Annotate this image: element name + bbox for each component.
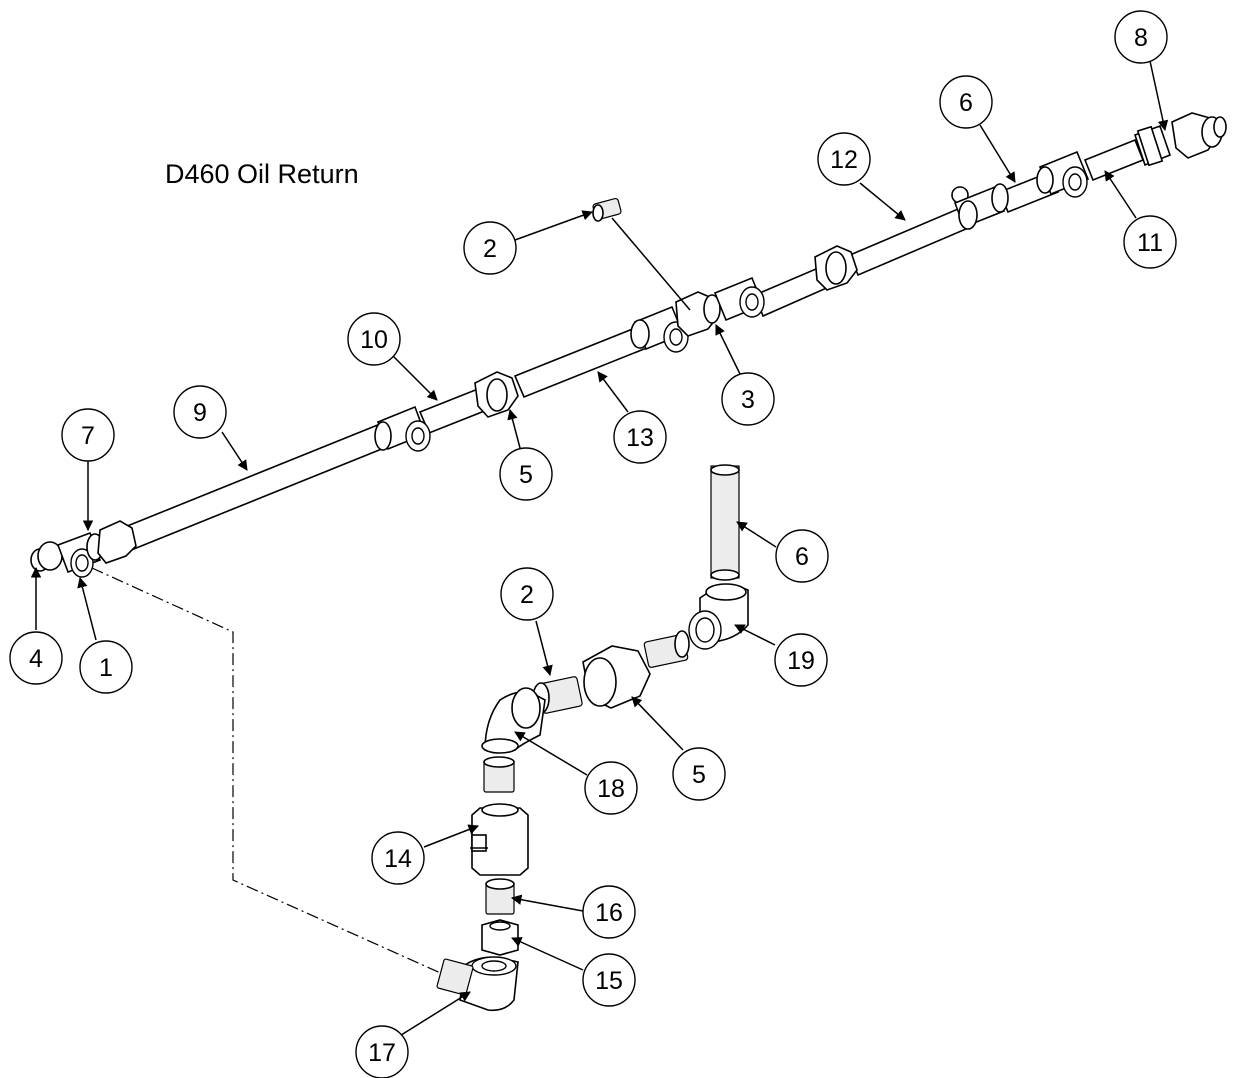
- svg-text:15: 15: [595, 967, 623, 995]
- callout-7: 7: [61, 408, 115, 462]
- svg-text:6: 6: [959, 89, 973, 117]
- callout-18: 18: [584, 761, 638, 815]
- svg-text:6: 6: [795, 543, 809, 571]
- svg-text:16: 16: [595, 899, 623, 927]
- callout-8: 8: [1114, 10, 1168, 64]
- svg-text:5: 5: [692, 761, 706, 789]
- svg-text:19: 19: [787, 647, 815, 675]
- callout-4: 4: [9, 631, 63, 685]
- callout-6: 6: [939, 75, 993, 129]
- callout-13: 13: [613, 410, 667, 464]
- svg-text:3: 3: [741, 386, 755, 414]
- leader-lines: [30, 60, 1169, 1038]
- callout-14: 14: [371, 831, 425, 885]
- svg-text:14: 14: [384, 845, 412, 873]
- callout-1: 1: [79, 640, 133, 694]
- callout-16: 16: [582, 885, 636, 939]
- svg-text:10: 10: [360, 326, 388, 354]
- callout-12: 12: [817, 132, 871, 186]
- callout-3: 3: [721, 372, 775, 426]
- callout-15: 15: [582, 953, 636, 1007]
- union-left: [97, 520, 137, 564]
- svg-text:18: 18: [597, 775, 625, 803]
- callout-2: 2: [463, 221, 517, 275]
- routing-line: [91, 567, 446, 976]
- svg-text:4: 4: [29, 645, 43, 673]
- callout-9: 9: [173, 385, 227, 439]
- callout-17: 17: [355, 1025, 409, 1078]
- nipple-6-lower: [710, 465, 740, 579]
- pipe-13: [513, 324, 651, 399]
- svg-text:2: 2: [520, 581, 534, 609]
- callout-5: 5: [499, 447, 553, 501]
- callout-5: 5: [672, 747, 726, 801]
- svg-text:11: 11: [1137, 229, 1163, 257]
- svg-text:5: 5: [519, 461, 533, 489]
- bushing-15: [481, 919, 519, 956]
- callout-6: 6: [775, 529, 829, 583]
- svg-text:8: 8: [1134, 24, 1148, 52]
- callouts: 8 6 12 11 2 10 3 9: [9, 10, 1177, 1078]
- svg-text:7: 7: [81, 422, 95, 450]
- svg-text:2: 2: [483, 235, 497, 263]
- diagram-title: D460 Oil Return: [165, 159, 359, 189]
- callout-11: 11: [1123, 215, 1177, 269]
- callout-10: 10: [347, 312, 401, 366]
- lower-assembly: [436, 464, 749, 1012]
- svg-text:13: 13: [626, 424, 654, 452]
- svg-text:9: 9: [193, 399, 207, 427]
- callout-2: 2: [500, 567, 554, 621]
- callout-19: 19: [774, 633, 828, 687]
- svg-text:1: 1: [99, 654, 113, 682]
- pipe-9: [103, 416, 406, 559]
- upper-assembly: [30, 112, 1227, 578]
- pipe-11: [1083, 138, 1145, 182]
- svg-text:12: 12: [830, 146, 858, 174]
- pipe-12: [848, 204, 975, 277]
- svg-text:17: 17: [368, 1039, 396, 1067]
